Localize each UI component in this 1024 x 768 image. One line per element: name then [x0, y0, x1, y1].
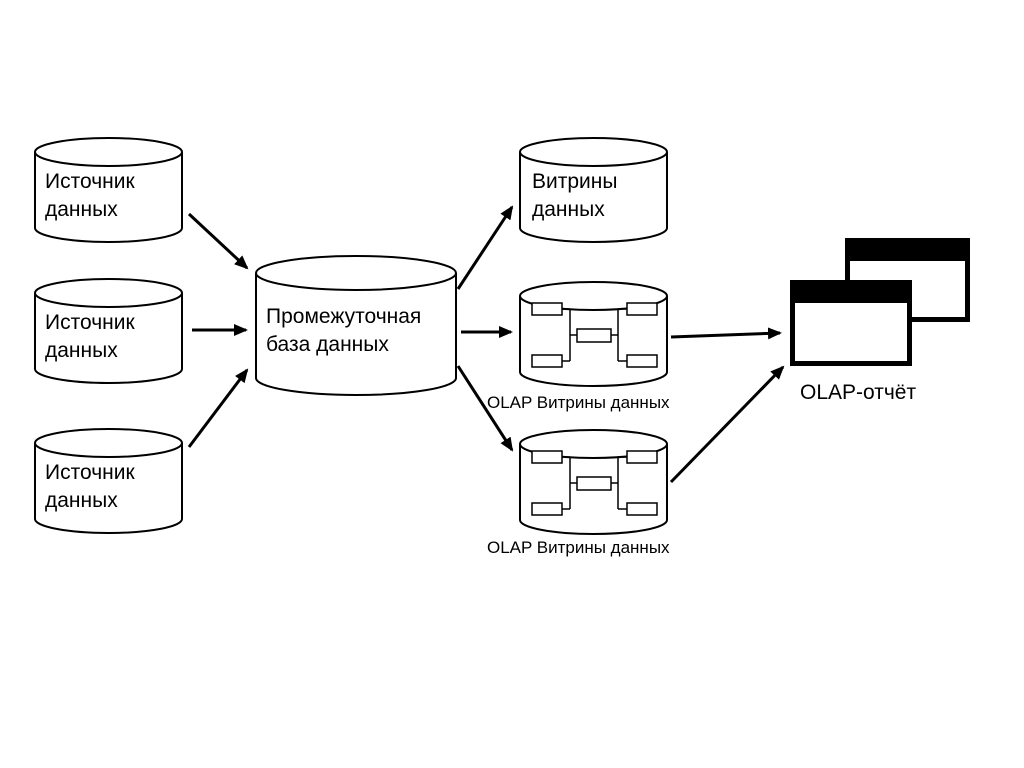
olap-report-label: OLAP-отчёт — [800, 381, 917, 404]
cylinder-top-arc — [34, 292, 183, 308]
arrow-olap-mart2-to-report — [669, 365, 785, 484]
star-schema-icon — [531, 302, 658, 368]
source-database-1-cylinder-icon — [34, 137, 183, 243]
olap-mart-1-label: OLAP Витрины данных — [487, 393, 670, 412]
cylinder-top-arc — [519, 295, 668, 311]
cylinder-top-arc — [34, 442, 183, 458]
olap-mart-1-cylinder-icon — [519, 281, 668, 387]
source-database-2-label: Источник данных — [45, 311, 135, 362]
data-mart-label: Витрины данных — [532, 170, 618, 221]
cylinder-top-arc — [519, 443, 668, 459]
source-database-1-label: Источник данных — [45, 170, 135, 221]
cylinder-top-arc — [255, 272, 457, 291]
olap-mart-2-label: OLAP Витрины данных — [487, 538, 670, 557]
arrow-olap-mart1-to-report — [670, 327, 782, 340]
report-windows-icon — [790, 238, 970, 366]
source-database-2-cylinder-icon — [34, 278, 183, 384]
source-database-3-cylinder-icon — [34, 428, 183, 534]
staging-database-label: Промежуточная база данных — [266, 305, 422, 356]
diagram-arrows — [187, 205, 785, 484]
source-database-3-label: Источник данных — [45, 461, 135, 512]
arrow-staging-to-olap-mart2 — [456, 365, 514, 452]
staging-database-cylinder-icon — [255, 255, 457, 396]
cylinder-top-arc — [34, 151, 183, 167]
olap-mart-2-cylinder-icon — [519, 429, 668, 535]
arrow-source1-to-staging — [187, 212, 249, 270]
arrow-source3-to-staging — [187, 368, 249, 448]
data-mart-cylinder-icon — [519, 137, 668, 243]
star-schema-icon — [531, 450, 658, 516]
arrow-staging-to-mart — [456, 205, 514, 290]
window-front-body — [795, 303, 907, 361]
cylinder-top-arc — [519, 151, 668, 167]
cylinder-silhouette — [255, 255, 457, 396]
